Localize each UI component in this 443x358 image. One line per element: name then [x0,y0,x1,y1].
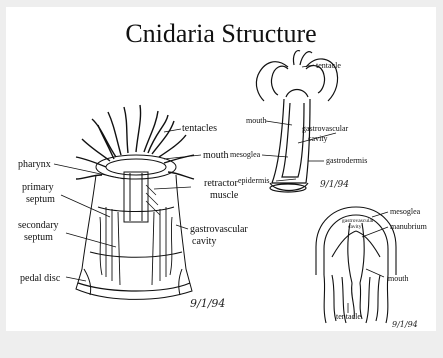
label-tentacles: tentacles [182,123,217,134]
label-hydra-mouth: mouth [246,116,266,125]
label-hydra-mesoglea: mesoglea [230,150,261,159]
label-pedal-disc: pedal disc [20,273,61,284]
label-medusa-manubrium: manubrium [390,222,428,231]
slide: Cnidaria Structure [6,7,436,331]
cnidaria-diagram: tentacles mouth pharynx primary septum r… [6,7,436,331]
label-primary-septum-line1: primary [22,182,54,193]
sea-anemone-illustration [76,105,194,299]
anemone-signature: 9/1/94 [190,297,225,310]
label-secondary-septum-line2: septum [24,232,53,243]
label-anemone-mouth: mouth [203,150,229,161]
medusa-signature: 9/1/94 [392,320,418,329]
label-hydra-gastrodermis: gastrodermis [326,156,367,165]
label-retractor-line2: muscle [210,190,239,201]
label-primary-septum-line2: septum [26,194,55,205]
label-anemone-gastrovascular-line2: cavity [192,236,216,247]
label-medusa-tentacle: tentacle [336,312,361,321]
hydra-signature: 9/1/94 [320,180,349,190]
label-secondary-septum-line1: secondary [18,220,59,231]
label-anemone-gastrovascular-line1: gastrovascular [190,224,248,235]
label-pharynx: pharynx [18,159,51,170]
label-medusa-mouth: mouth [388,274,408,283]
label-hydra-gastrovascular-line2: cavity [308,134,328,143]
label-hydra-tentacle: tentacle [316,61,341,70]
label-medusa-gastrovascular-line2: cavity [348,224,362,230]
label-medusa-mesoglea: mesoglea [390,207,421,216]
label-hydra-epidermis: epidermis [238,176,270,185]
label-hydra-gastrovascular-line1: gastrovascular [302,124,349,133]
label-retractor-line1: retractor [204,178,239,189]
